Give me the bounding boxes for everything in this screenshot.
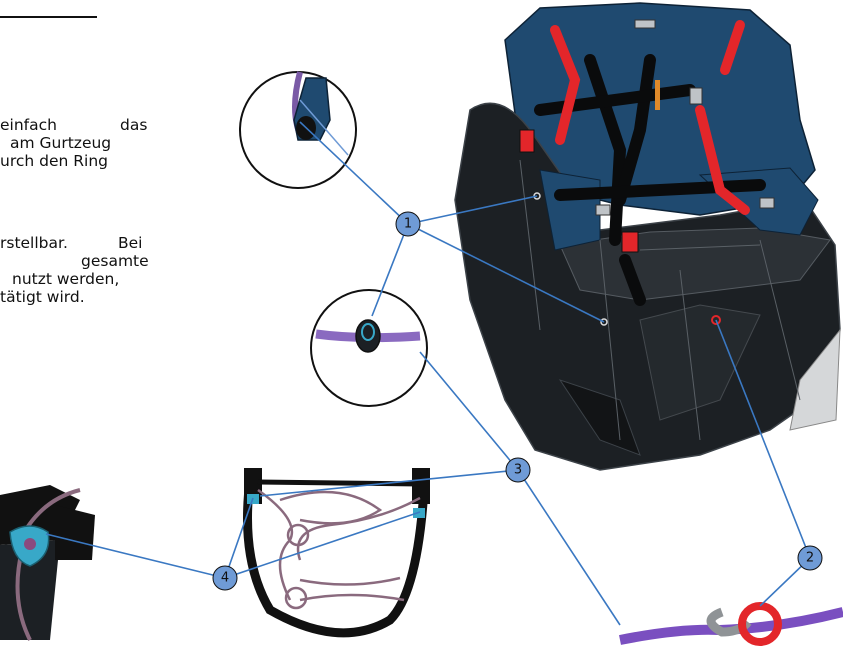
svg-text:3: 3 <box>514 463 522 478</box>
svg-text:4: 4 <box>221 571 229 586</box>
leg-loop-closeup <box>0 485 95 640</box>
detail-circle-middle <box>311 290 427 406</box>
svg-text:2: 2 <box>806 551 814 566</box>
harness-drawing <box>455 3 840 470</box>
rescue-connection-detail <box>620 606 843 642</box>
callout-4: 4 <box>213 566 237 590</box>
callout-3: 3 <box>506 458 530 482</box>
callout-1: 1 <box>396 212 420 236</box>
callout-2: 2 <box>798 546 822 570</box>
leg-loop-drawing <box>244 468 430 633</box>
svg-text:1: 1 <box>404 217 412 232</box>
detail-circle-top <box>240 72 356 188</box>
